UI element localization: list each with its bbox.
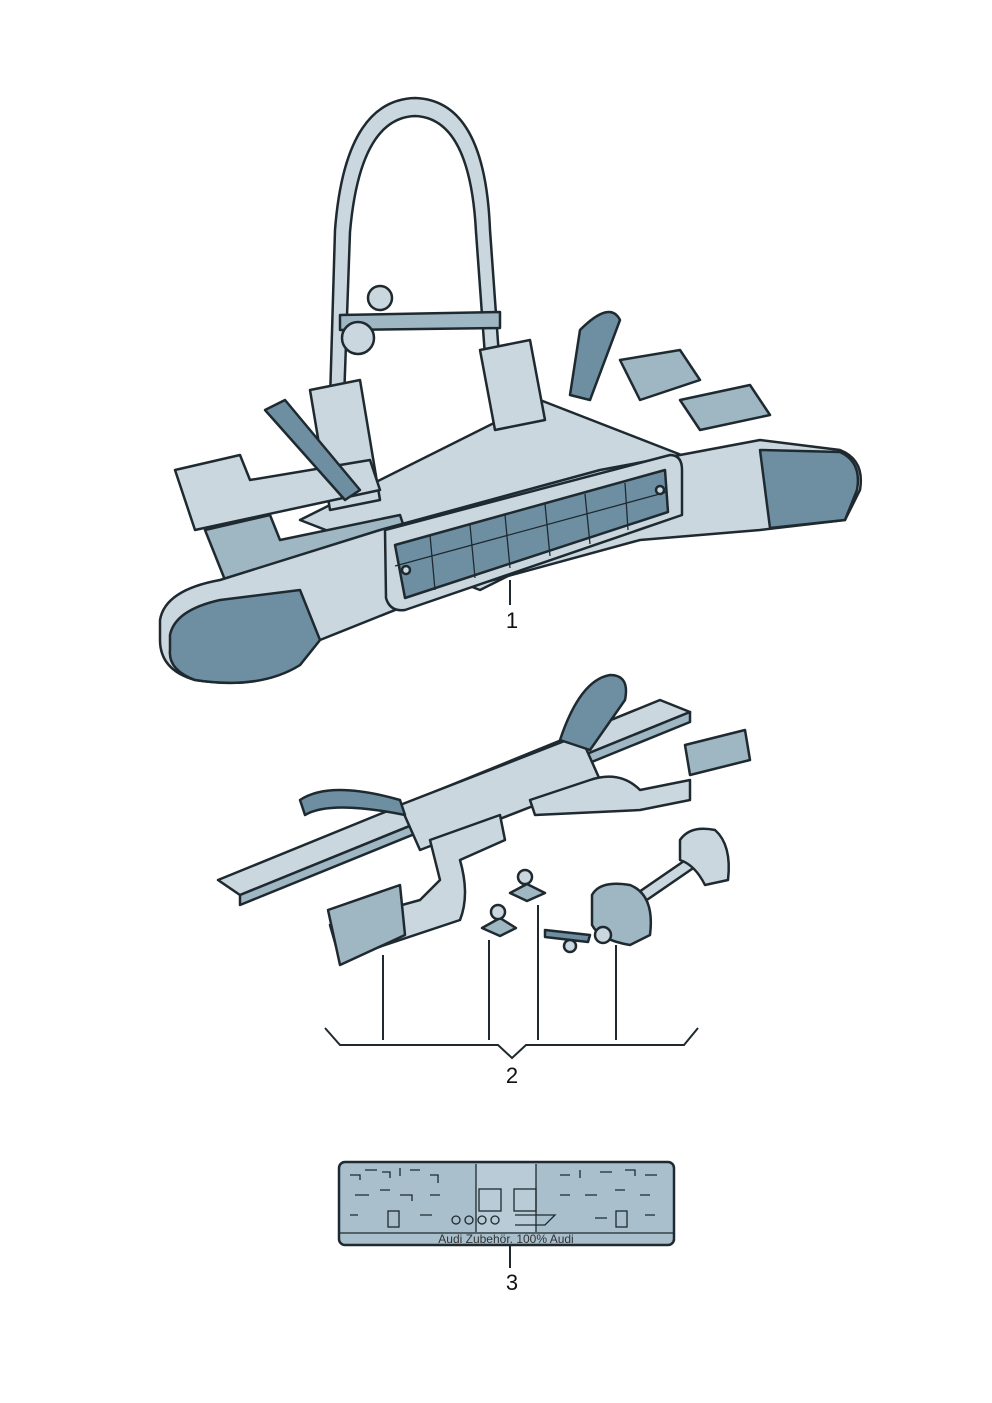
leader-lines-2 — [382, 905, 617, 1040]
hoop-clamp-knob — [366, 284, 394, 312]
lock-clamp — [543, 827, 730, 954]
left-strap — [298, 788, 407, 817]
frame-arm — [263, 398, 362, 502]
callout-3: 3 — [506, 1270, 518, 1295]
right-hoop-base — [478, 338, 547, 432]
callout-1: 1 — [506, 608, 518, 633]
wing-nut-1 — [480, 903, 518, 938]
wing-nut-2 — [508, 868, 547, 903]
left-wheel-holder — [326, 883, 407, 967]
left-tail-light — [168, 588, 322, 685]
hoop-clamp-ring — [340, 320, 376, 356]
wheel-tray-lower-right — [678, 383, 772, 432]
license-plate: Audi Zubehör. 100% Audi 3 — [337, 1160, 676, 1295]
hoop-crossbar — [338, 310, 502, 332]
plate-slogan: Audi Zubehör. 100% Audi — [438, 1232, 573, 1246]
group-bracket — [324, 1027, 699, 1060]
right-strap — [558, 673, 628, 752]
right-wheel-holder — [683, 728, 752, 777]
wheel-tray-upper-right — [618, 348, 702, 402]
number-plate-area — [393, 468, 670, 600]
right-tail-light — [758, 448, 860, 530]
wheel-strap — [568, 310, 622, 402]
callout-2: 2 — [506, 1063, 518, 1088]
key — [543, 928, 592, 944]
accessory-set: 2 — [216, 673, 752, 1088]
bike-carrier: 1 — [158, 96, 863, 685]
right-mount-arm — [528, 775, 692, 817]
